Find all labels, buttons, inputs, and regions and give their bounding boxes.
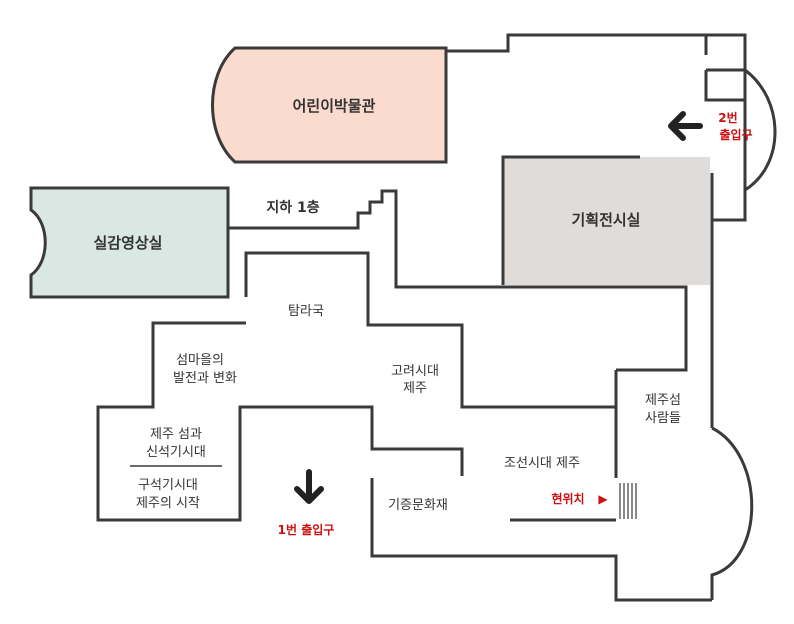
immersive-theater-room[interactable]: [29, 186, 230, 299]
gallery-goryeo-line2: 제주: [403, 381, 427, 396]
entrance-2-line1: 2번: [718, 110, 737, 125]
immersive-theater-label: 실감영상실: [93, 234, 162, 252]
floor-label: 지하 1층: [266, 199, 319, 216]
gallery-donations-label: 기증문화재: [388, 498, 448, 513]
entrance-1-label: 1번 출입구: [278, 522, 335, 537]
wall-special-top: [501, 155, 640, 285]
arrow-left-icon: [668, 111, 703, 141]
gallery-jeju-people-line1: 제주섬: [645, 393, 681, 408]
wall-east-arc: [710, 426, 754, 600]
gallery-paleolithic-line2: 제주의 시작: [136, 496, 200, 511]
gallery-island-village-line2: 발전과 변화: [173, 371, 237, 386]
gallery-joseon-label: 조선시대 제주: [504, 456, 580, 471]
wall-upper-inner: [704, 35, 747, 102]
entrance-2-line2: 출입구: [719, 127, 752, 142]
gallery-goryeo-line1: 고려시대: [391, 364, 439, 379]
gallery-jeju-people-line2: 사람들: [645, 411, 681, 426]
special-exhibition-room[interactable]: [503, 157, 710, 285]
wall-entrance2-arc: [744, 68, 777, 192]
wall-west-outer: [96, 321, 464, 522]
stairs-icon: [619, 483, 637, 519]
gallery-island-village-line1: 섬마을의: [176, 353, 224, 368]
gallery-neolithic-line1: 제주 섬과: [150, 427, 202, 442]
children-museum-label: 어린이박물관: [293, 97, 376, 115]
current-location-arrow-icon: ▶: [598, 492, 608, 506]
arrow-down-icon: [294, 469, 324, 504]
gallery-paleolithic-line1: 구석기시대: [138, 478, 198, 493]
gallery-neolithic-line2: 신석기시대: [146, 445, 206, 460]
wall-entrance1-right: [370, 478, 712, 602]
children-museum-room[interactable]: [211, 46, 448, 164]
current-location-label: 현위치: [551, 491, 584, 506]
wall-upper-shell: [446, 33, 747, 222]
wall-tamra-outer: [244, 251, 616, 409]
wall-stairs: [228, 189, 688, 372]
gallery-tamra-label: 탐라국: [288, 304, 324, 319]
special-exhibition-label: 기획전시실: [571, 211, 640, 229]
